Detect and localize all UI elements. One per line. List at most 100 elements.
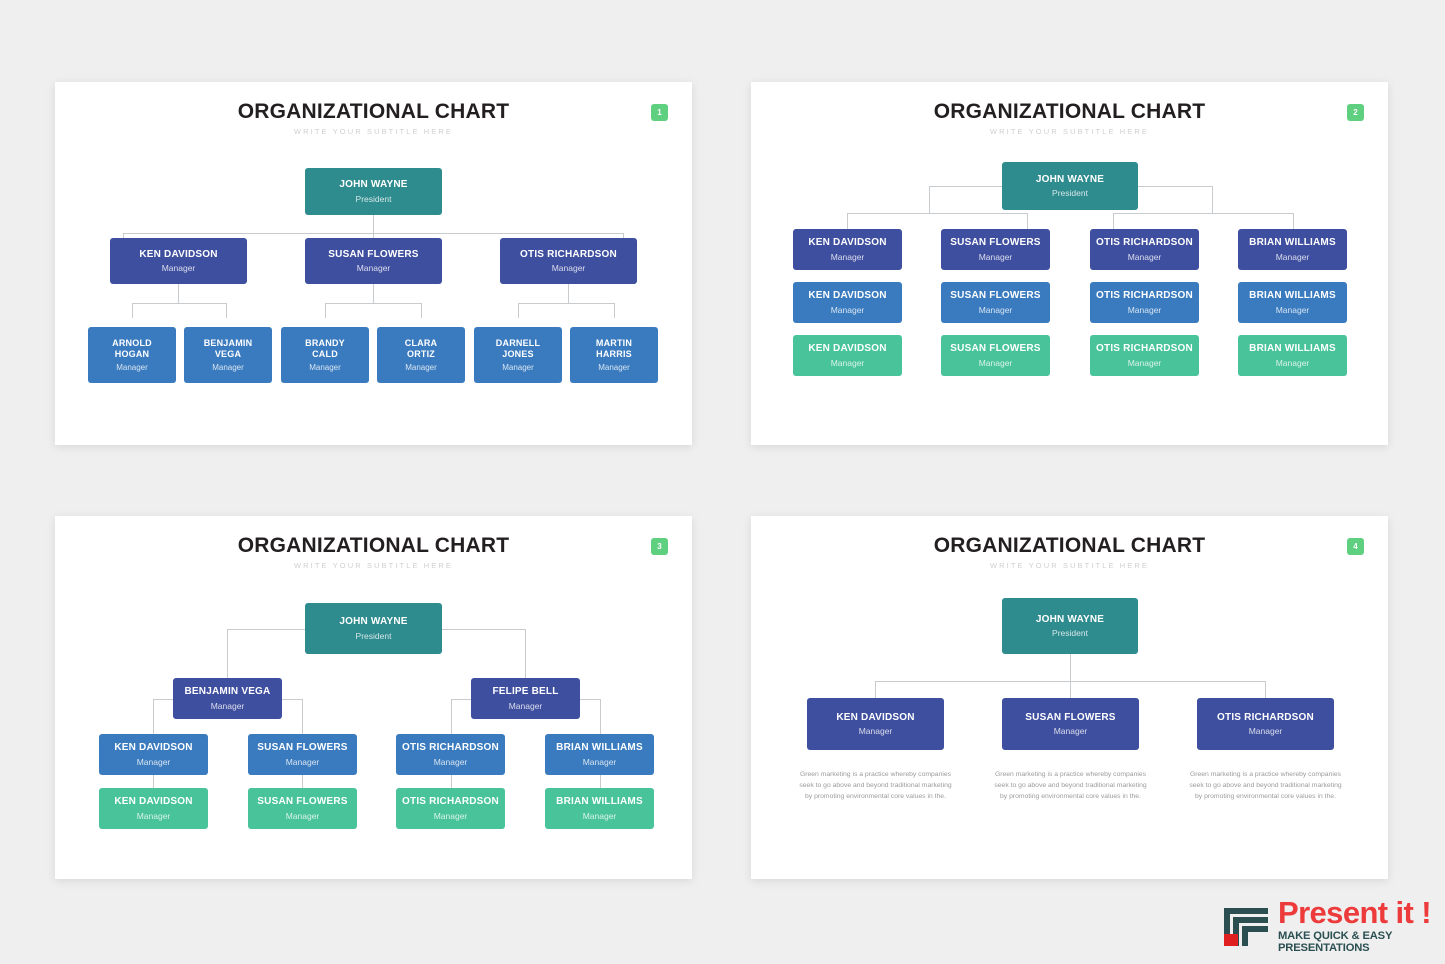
node-name-line2: VEGA — [214, 348, 242, 359]
node-role: Manager — [502, 362, 534, 372]
connector — [1113, 213, 1293, 214]
node-name-line1: BRANDY — [305, 338, 345, 349]
page-title: ORGANIZATIONAL CHART — [237, 100, 510, 123]
node-name: KEN DAVIDSON — [114, 796, 193, 808]
org-node-level3[interactable]: BENJAMIN VEGA Manager — [184, 327, 272, 383]
org-node-root[interactable]: JOHN WAYNE President — [305, 168, 442, 215]
node-role: Manager — [433, 756, 468, 767]
node-name: KEN DAVIDSON — [139, 248, 218, 260]
node-role: Manager — [1127, 357, 1162, 368]
node-role: Manager — [1127, 304, 1162, 315]
node-name: SUSAN FLOWERS — [950, 290, 1041, 302]
org-node-level4[interactable]: OTIS RICHARDSON Manager — [396, 788, 505, 829]
org-node-level3[interactable]: ARNOLD HOGAN Manager — [88, 327, 176, 383]
org-node-level3[interactable]: CLARA ORTIZ Manager — [377, 327, 465, 383]
org-node-level3[interactable]: SUSAN FLOWERS Manager — [248, 734, 357, 775]
org-node-root[interactable]: JOHN WAYNE President — [305, 603, 442, 654]
slide-number-badge: 2 — [1347, 104, 1364, 121]
org-node-row2[interactable]: KEN DAVIDSON Manager — [793, 282, 902, 323]
node-name: KEN DAVIDSON — [808, 237, 887, 249]
slide-card-4[interactable]: ORGANIZATIONAL CHART WRITE YOUR SUBTITLE… — [751, 516, 1388, 879]
org-node-level2[interactable]: KEN DAVIDSON Manager — [807, 698, 944, 750]
node-role: Manager — [285, 756, 320, 767]
slide-card-3[interactable]: ORGANIZATIONAL CHART WRITE YOUR SUBTITLE… — [55, 516, 692, 879]
node-role: Manager — [551, 263, 586, 274]
org-node-level4[interactable]: SUSAN FLOWERS Manager — [248, 788, 357, 829]
org-node-row3[interactable]: KEN DAVIDSON Manager — [793, 335, 902, 376]
org-node-level3[interactable]: MARTIN HARRIS Manager — [570, 327, 658, 383]
org-node-level4[interactable]: BRIAN WILLIAMS Manager — [545, 788, 654, 829]
connector — [227, 629, 305, 630]
org-node-level3[interactable]: OTIS RICHARDSON Manager — [396, 734, 505, 775]
org-node-row1[interactable]: KEN DAVIDSON Manager — [793, 229, 902, 270]
node-name: OTIS RICHARDSON — [1096, 237, 1193, 249]
org-node-level3[interactable]: BRANDY CALD Manager — [281, 327, 369, 383]
connector — [518, 303, 614, 304]
connector — [1265, 681, 1266, 698]
org-node-row1[interactable]: OTIS RICHARDSON Manager — [1090, 229, 1199, 270]
org-node-row1[interactable]: BRIAN WILLIAMS Manager — [1238, 229, 1347, 270]
org-node-row1[interactable]: SUSAN FLOWERS Manager — [941, 229, 1050, 270]
org-node-row2[interactable]: SUSAN FLOWERS Manager — [941, 282, 1050, 323]
node-name-line2: HOGAN — [114, 348, 150, 359]
org-node-row3[interactable]: SUSAN FLOWERS Manager — [941, 335, 1050, 376]
connector — [1027, 213, 1028, 229]
slide-card-2[interactable]: ORGANIZATIONAL CHART WRITE YOUR SUBTITLE… — [751, 82, 1388, 445]
connector — [875, 681, 876, 698]
connector — [442, 629, 525, 630]
node-role: Manager — [830, 251, 865, 262]
page-subtitle: WRITE YOUR SUBTITLE HERE — [293, 127, 454, 136]
org-node-row3[interactable]: OTIS RICHARDSON Manager — [1090, 335, 1199, 376]
org-node-level2[interactable]: FELIPE BELL Manager — [471, 678, 580, 719]
org-node-level2[interactable]: SUSAN FLOWERS Manager — [305, 238, 442, 284]
page-subtitle: WRITE YOUR SUBTITLE HERE — [989, 127, 1150, 136]
node-role: Manager — [582, 810, 617, 821]
org-node-level2[interactable]: OTIS RICHARDSON Manager — [1197, 698, 1334, 750]
node-name: BRIAN WILLIAMS — [1249, 237, 1336, 249]
connector — [153, 699, 154, 734]
connector — [302, 699, 303, 734]
node-role: Manager — [1275, 251, 1310, 262]
node-name: OTIS RICHARDSON — [1096, 290, 1193, 302]
connector — [1293, 213, 1294, 229]
node-role: President — [1052, 188, 1088, 199]
node-name: OTIS RICHARDSON — [520, 248, 617, 260]
org-node-level3[interactable]: DARNELL JONES Manager — [474, 327, 562, 383]
org-node-level3[interactable]: KEN DAVIDSON Manager — [99, 734, 208, 775]
node-name-line1: CLARA — [404, 338, 438, 349]
org-node-row2[interactable]: OTIS RICHARDSON Manager — [1090, 282, 1199, 323]
node-name: JOHN WAYNE — [1035, 173, 1105, 185]
connector — [226, 303, 227, 318]
slide-card-1[interactable]: ORGANIZATIONAL CHART WRITE YOUR SUBTITLE… — [55, 82, 692, 445]
org-node-level4[interactable]: KEN DAVIDSON Manager — [99, 788, 208, 829]
node-role: Manager — [161, 263, 196, 274]
org-node-row2[interactable]: BRIAN WILLIAMS Manager — [1238, 282, 1347, 323]
org-node-level3[interactable]: BRIAN WILLIAMS Manager — [545, 734, 654, 775]
node-role: Manager — [356, 263, 391, 274]
node-role: Manager — [1248, 726, 1283, 737]
logo-tagline: MAKE QUICK & EASY PRESENTATIONS — [1278, 930, 1393, 954]
connector — [1070, 681, 1071, 698]
org-node-root[interactable]: JOHN WAYNE President — [1002, 162, 1138, 210]
connector — [525, 629, 526, 678]
brand-logo[interactable]: Present it ! MAKE QUICK & EASY PRESENTAT… — [1222, 897, 1432, 954]
node-name: OTIS RICHARDSON — [1217, 711, 1314, 723]
node-role: Manager — [210, 700, 245, 711]
node-name-line2: JONES — [502, 348, 534, 359]
connector — [373, 284, 374, 303]
org-node-level2[interactable]: BENJAMIN VEGA Manager — [173, 678, 282, 719]
org-node-root[interactable]: JOHN WAYNE President — [1002, 598, 1138, 654]
slide-number-badge: 3 — [651, 538, 668, 555]
connector — [153, 775, 154, 788]
org-node-level2[interactable]: SUSAN FLOWERS Manager — [1002, 698, 1139, 750]
connector — [451, 699, 471, 700]
org-node-level2[interactable]: KEN DAVIDSON Manager — [110, 238, 247, 284]
connector — [325, 303, 326, 318]
org-node-level2[interactable]: OTIS RICHARDSON Manager — [500, 238, 637, 284]
node-name: BRIAN WILLIAMS — [1249, 343, 1336, 355]
org-node-row3[interactable]: BRIAN WILLIAMS Manager — [1238, 335, 1347, 376]
connector — [132, 303, 226, 304]
node-role: Manager — [508, 700, 543, 711]
node-name-line1: BENJAMIN — [203, 338, 253, 349]
